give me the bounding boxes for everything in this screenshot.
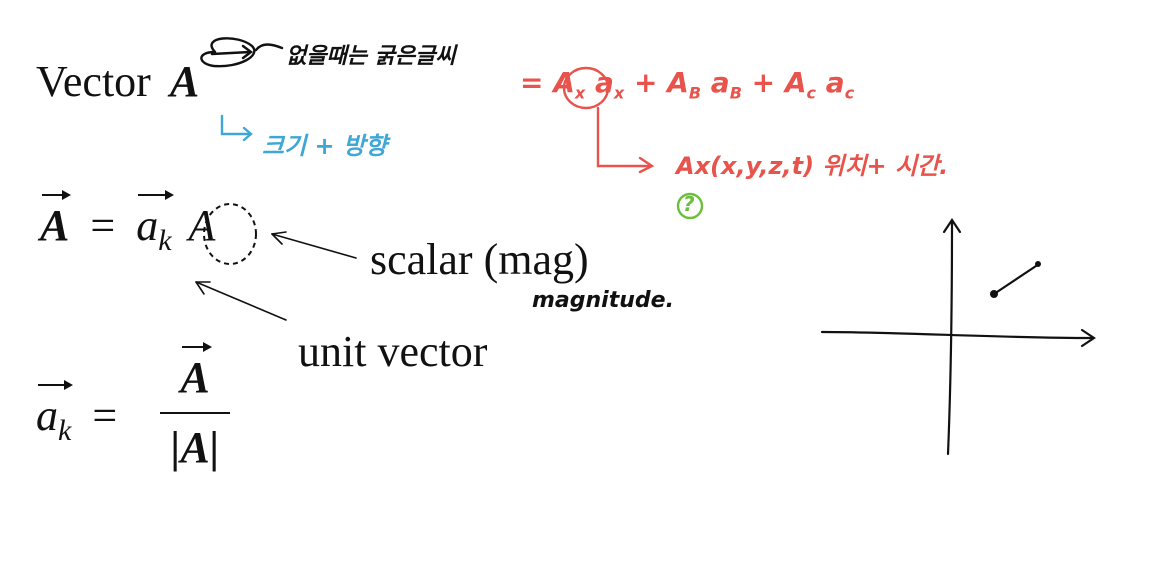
eq2-den: |A| [170,423,220,472]
eq2-numerator: A [160,342,230,408]
eq1-unit-sub: k [158,223,172,257]
red-plus2: + [741,66,785,99]
red-A3: A [784,66,807,99]
green-question-mark: ? [683,192,695,216]
eq1-unit: ak [136,190,174,258]
note-position-time: Ax(x,y,z,t) 위치+ 시간. [676,152,949,180]
eq2-equals: = [92,391,118,440]
eq2-denominator: |A| [160,422,230,473]
red-plus1: + [624,66,668,99]
blue-arrow-mark [220,114,253,142]
heading-vector: Vector A [36,56,199,107]
note-component-expansion: = Ax ax + AB aB + Ac ac [520,66,854,103]
eq2-lhs-sub: k [58,413,72,447]
heading-symbol: A [169,57,200,106]
axes-sketch [820,218,1096,456]
eq1-unit-a: a [136,201,159,250]
red-sub4: B [729,83,742,103]
red-sub5: c [806,83,817,103]
label-unit-vector: unit vector [298,327,488,376]
red-annotations [562,66,655,174]
eq2-num: A [180,342,213,402]
red-eq: = [520,66,554,99]
equation-vector-decomposition: A = ak A [40,190,216,258]
eq2-lhs: ak [36,380,74,448]
red-A1: A [553,66,575,99]
red-sub3: B [688,83,702,103]
red-a1: a [585,66,614,99]
note-bold-text: 없을때는 굵은글씨 [286,44,456,69]
equation-unit-vector: ak = [36,380,127,448]
circled-arrow-mark [200,37,284,68]
red-a2: a [701,66,730,99]
label-scalar: scalar (mag) [370,235,589,284]
eq1-scalar: A [188,201,216,250]
red-sub6: c [844,83,855,103]
point-start [990,290,998,298]
fraction-bar [160,412,230,414]
red-sub1: x [574,83,586,103]
pointer-arrows [195,231,357,321]
heading-label: Vector [36,57,151,106]
eq2-lhs-a: a [36,391,58,440]
red-A2: A [667,66,689,99]
point-end [1035,261,1041,267]
note-magnitude-direction: 크기 + 방향 [262,132,388,160]
dashed-circle-mark [203,203,257,265]
eq1-equals: = [90,201,116,250]
note-magnitude-word: magnitude. [532,288,674,313]
red-a3: a [816,66,845,99]
red-sub2: x [613,83,625,103]
green-circle-mark [676,192,704,220]
eq2-fraction: A |A| [160,342,230,473]
eq1-lhs: A [40,190,72,250]
